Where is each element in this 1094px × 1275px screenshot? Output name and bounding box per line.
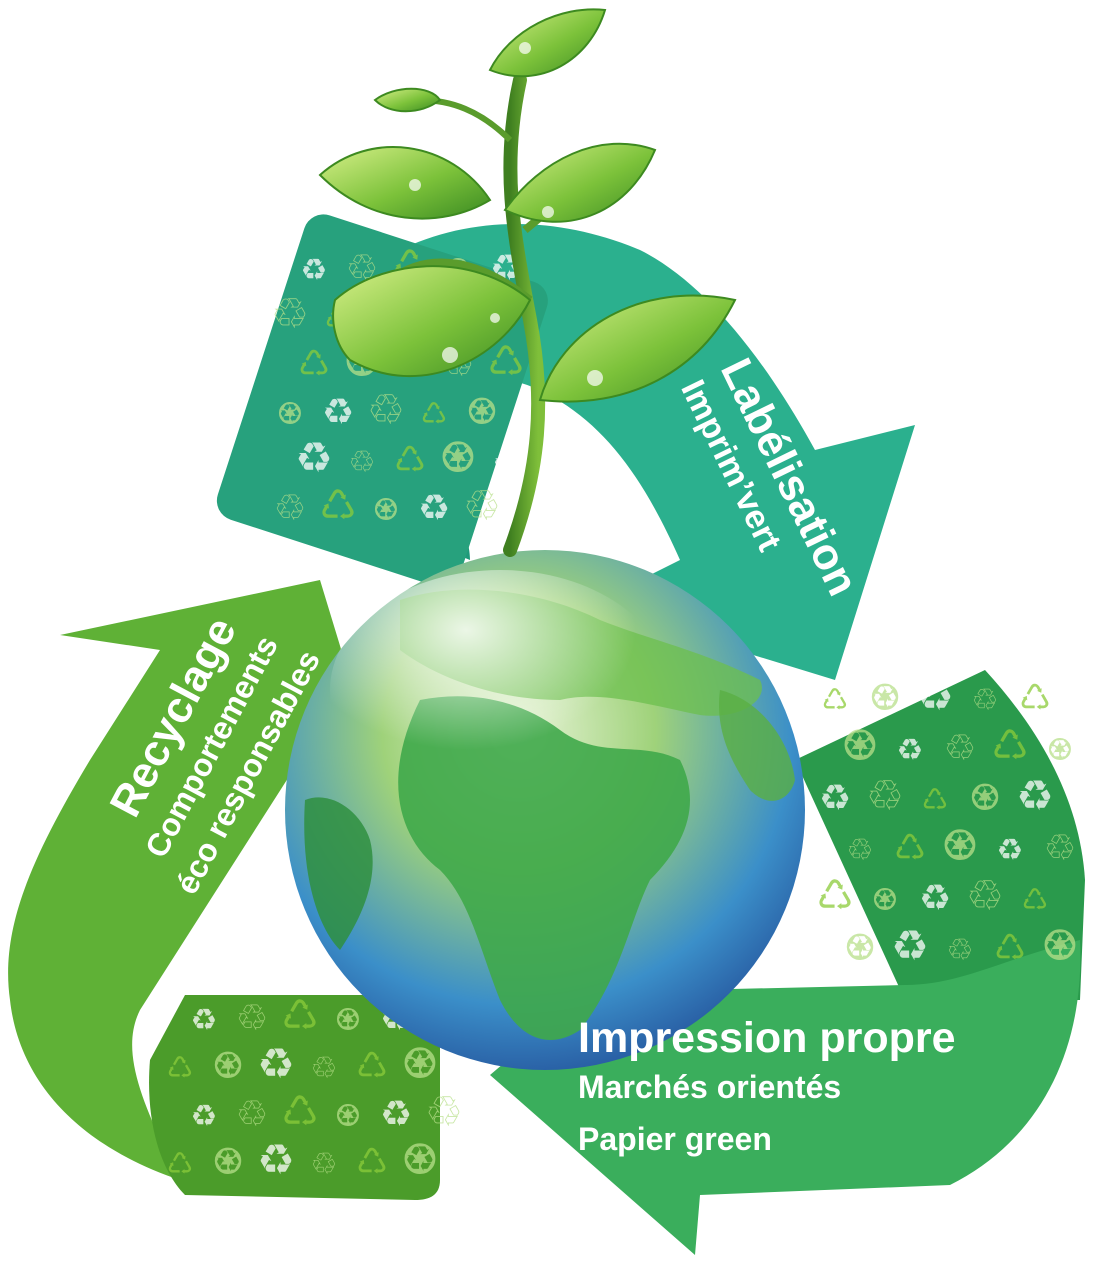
- label-impression: Impression propre Marchés orientés Papie…: [578, 1014, 956, 1157]
- recycle-icon: ♲: [966, 871, 1004, 920]
- label-impression-line-1: Marchés orientés: [578, 1069, 841, 1105]
- recycle-icon: ♼: [1047, 733, 1074, 768]
- water-drops: [409, 42, 603, 386]
- recycle-icon: ♺: [922, 783, 949, 818]
- arrow-recyclage-body: [8, 580, 391, 1180]
- recycle-icon: ♺: [281, 1087, 319, 1136]
- recycle-icon: ♲: [236, 998, 268, 1039]
- recycle-icon: ♲: [349, 445, 376, 480]
- globe-continent-americas: [304, 797, 373, 950]
- recycle-icon: ♺: [298, 344, 330, 385]
- leaf-icon: [318, 146, 492, 220]
- recycle-icon: ♼: [212, 1046, 244, 1087]
- recycle-icon: ♺: [356, 1046, 388, 1087]
- recycle-icon: ♼: [335, 1099, 362, 1134]
- recycle-icon: ♻: [295, 433, 333, 482]
- recycle-icon: ♼: [277, 397, 304, 432]
- globe: [285, 550, 805, 1070]
- recycle-icon: ♻: [897, 733, 924, 768]
- recycle-icon: ♼: [844, 928, 876, 969]
- recycle-icon: ♲: [367, 385, 405, 434]
- recycle-icon: ♻: [919, 878, 951, 919]
- recycle-icon: ♻: [819, 778, 851, 819]
- recycle-icon: ♼: [439, 433, 477, 482]
- recycle-icon: ♲: [271, 289, 309, 338]
- leaf-icon: [488, 8, 607, 78]
- recycle-icon: ♼: [872, 883, 899, 918]
- recycle-icon: ♻: [493, 445, 520, 480]
- recycle-icon: ♼: [841, 721, 879, 770]
- globe-shine: [330, 570, 670, 810]
- recycle-icon: ♻: [380, 1094, 412, 1135]
- recycle-icon: ♺: [356, 1142, 388, 1183]
- recycle-icon: ♺: [894, 828, 926, 869]
- recycle-icon: ♺: [991, 721, 1029, 770]
- leaves: [318, 8, 737, 403]
- recycle-icon: ♻: [257, 1039, 295, 1088]
- leaf-icon: [503, 142, 657, 223]
- recycle-icon: ♼: [373, 493, 400, 528]
- recycle-icon: ♻: [997, 833, 1024, 868]
- recycle-icon: ♺: [394, 440, 426, 481]
- recycle-icon: ♺: [1019, 678, 1051, 719]
- arrow-recyclage: [8, 580, 440, 1200]
- recycle-icon: ♺: [822, 683, 849, 718]
- recycle-icon: ♲: [311, 1147, 338, 1182]
- recycle-icon: ♲: [947, 933, 974, 968]
- recycle-icon: ♺: [994, 928, 1026, 969]
- recycle-icon: ♺: [281, 991, 319, 1040]
- recycle-icon: ♻: [191, 1003, 218, 1038]
- recycle-icon: ♻: [891, 921, 929, 970]
- recycle-icon: ♲: [972, 683, 999, 718]
- recycle-icon: ♼: [335, 1003, 362, 1038]
- recycle-pattern: ♻♲♺♼♻♲♺♼♻♲♺♼♻♲♺♼♻♲♺♼♻♲♺♼♻♲♺♼♻♲♺♼♻♲♺♼♻♲♺♼…: [167, 241, 1079, 1184]
- plant-icon: [318, 8, 737, 557]
- recycle-icon: ♲: [944, 728, 976, 769]
- recycle-icon: ♲: [311, 1051, 338, 1086]
- globe-continent-asia: [719, 690, 795, 801]
- recycle-icon: ♺: [1022, 883, 1049, 918]
- recycle-icon: ♲: [866, 771, 904, 820]
- recycle-icon: ♺: [167, 1051, 194, 1086]
- recycle-icon: ♻: [916, 671, 954, 720]
- recycle-icon: ♻: [257, 1135, 295, 1184]
- recycle-icon: ♼: [401, 1039, 439, 1088]
- recycle-icon: ♺: [816, 871, 854, 920]
- arrow-impression-panel: [795, 670, 1085, 1000]
- recycle-icon: ♻: [322, 392, 354, 433]
- recycle-icon: ♲: [236, 1094, 268, 1135]
- recycle-icon: ♼: [969, 778, 1001, 819]
- recycle-icon: ♼: [1041, 921, 1079, 970]
- recycle-icon: ♲: [847, 833, 874, 868]
- recycle-icon: ♲: [274, 488, 306, 529]
- recycle-icon: ♻: [191, 1099, 218, 1134]
- recycle-icon: ♼: [869, 678, 901, 719]
- recycle-icon: ♼: [466, 392, 498, 433]
- recycle-icon: ♲: [1044, 828, 1076, 869]
- recycle-icon: ♻: [418, 488, 450, 529]
- label-impression-title: Impression propre: [578, 1014, 956, 1062]
- recycle-icon: ♻: [1016, 771, 1054, 820]
- recycle-icon: ♺: [167, 1147, 194, 1182]
- leaf-icon: [373, 87, 442, 113]
- recycle-icon: ♼: [401, 1135, 439, 1184]
- arrow-recyclage-panel: [149, 995, 440, 1200]
- plant-branch-top: [419, 97, 513, 143]
- recycle-icon: ♼: [212, 1142, 244, 1183]
- recycle-icon: ♺: [319, 481, 357, 530]
- plant-stem: [503, 73, 546, 557]
- leaf-icon: [332, 265, 532, 377]
- recycle-icon: ♺: [421, 397, 448, 432]
- recycle-icon: ♼: [941, 821, 979, 870]
- recycle-icon: ♲: [463, 481, 501, 530]
- label-impression-line-2: Papier green: [578, 1121, 772, 1157]
- recycle-icon: ♲: [425, 1087, 463, 1136]
- recycle-icon: ♻: [301, 253, 328, 288]
